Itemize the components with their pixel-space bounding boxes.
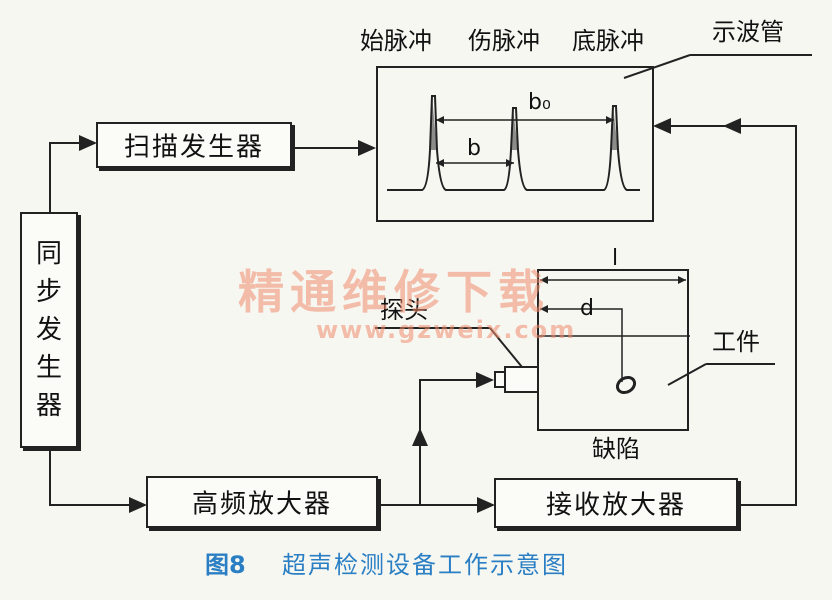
defect-label: 缺陷	[592, 435, 640, 463]
receive-amplifier-block: 接收放大器	[494, 478, 738, 528]
hf-amplifier-label: 高频放大器	[191, 489, 332, 520]
sync-generator-block: 同 步 发 生 器	[20, 212, 78, 448]
l-label: l	[612, 246, 619, 271]
figure-title: 超声检测设备工作示意图	[282, 551, 568, 579]
workpiece-block	[537, 269, 689, 431]
probe-body	[504, 366, 539, 393]
flaw-pulse-label: 伤脉冲	[468, 27, 540, 55]
start-pulse-label: 始脉冲	[360, 27, 432, 55]
d-leader	[608, 308, 623, 382]
probe-label: 探头	[380, 296, 428, 324]
b0-label: b₀	[528, 90, 551, 115]
scope-leader	[623, 54, 691, 79]
defect-shape	[615, 375, 637, 395]
receive-amplifier-label: 接收放大器	[545, 490, 686, 521]
probe-leader	[489, 327, 523, 368]
sync-char-3: 发	[35, 315, 62, 345]
oscilloscope-label: 示波管	[712, 18, 784, 46]
sync-to-hf-line	[49, 448, 147, 513]
workpiece-label: 工件	[712, 328, 760, 356]
workpiece-leader	[667, 363, 707, 386]
bottom-pulse-label: 底脉冲	[572, 27, 644, 55]
waveform	[387, 95, 640, 191]
receive-to-scope-line	[653, 118, 797, 506]
sync-to-scan-line	[49, 135, 97, 212]
figure-number: 图8	[205, 551, 246, 579]
sync-char-5: 器	[35, 391, 62, 421]
hf-to-probe-line	[419, 372, 494, 505]
sync-generator-label: 同 步 发 生 器	[22, 235, 76, 425]
scan-generator-label: 扫描发生器	[123, 132, 264, 163]
scan-generator-block: 扫描发生器	[96, 122, 292, 168]
watermark-url: www.gzweix.com	[316, 316, 577, 344]
watermark-title: 精通维修下载	[238, 265, 550, 319]
sync-char-1: 同	[35, 239, 62, 269]
d-label: d	[580, 296, 594, 321]
sync-char-2: 步	[35, 277, 62, 307]
hf-amplifier-block: 高频放大器	[146, 476, 378, 528]
oscilloscope-screen	[376, 66, 654, 222]
b-label: b	[467, 136, 481, 161]
sync-char-4: 生	[35, 353, 62, 383]
